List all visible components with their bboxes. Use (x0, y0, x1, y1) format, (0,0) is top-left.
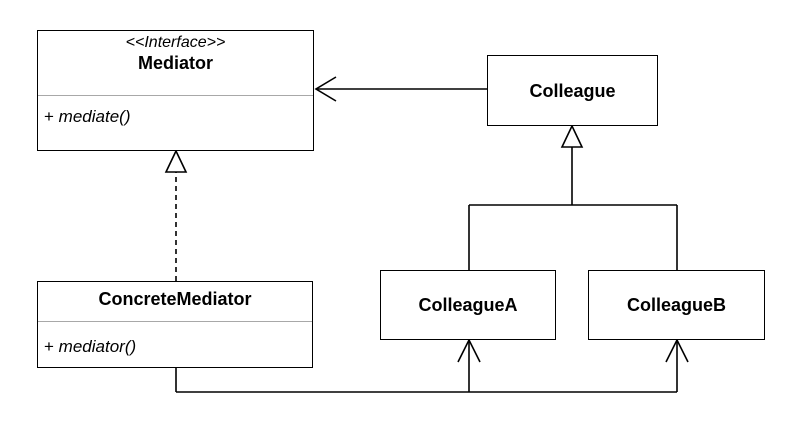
colleague-generalization (468, 124, 678, 270)
concrete-mediator-operation-visibility: + (44, 337, 54, 356)
concrete-mediator-realization (164, 149, 188, 281)
concrete-mediator-to-colleagues-association (175, 338, 689, 393)
colleague-a-class: ColleagueA (380, 270, 556, 340)
mediator-operation-visibility: + (44, 107, 54, 126)
mediator-operation-name: mediate() (58, 107, 131, 126)
colleague-a-name: ColleagueA (418, 295, 518, 315)
colleague-b-name: ColleagueB (626, 295, 727, 315)
colleague-b-class: ColleagueB (588, 270, 765, 340)
colleague-name: Colleague (529, 80, 616, 101)
concrete-mediator-operation-name: mediator() (58, 337, 137, 356)
concrete-mediator-header: ConcreteMediator (38, 288, 312, 310)
mediator-class: <<Interface>> Mediator + mediate() (37, 30, 314, 151)
concrete-mediator-separator (38, 321, 312, 322)
colleague-class: Colleague (487, 55, 658, 126)
mediator-operation: + mediate() (44, 107, 130, 127)
concrete-mediator-class: ConcreteMediator + mediator() (37, 281, 313, 368)
mediator-stereotype: <<Interface>> (125, 34, 226, 51)
concrete-mediator-operation: + mediator() (44, 337, 136, 357)
mediator-header: <<Interface>> Mediator (38, 34, 313, 74)
mediator-separator (38, 95, 313, 96)
colleague-to-mediator-association (314, 76, 487, 102)
concrete-mediator-name: ConcreteMediator (98, 289, 252, 309)
mediator-name: Mediator (137, 53, 213, 73)
